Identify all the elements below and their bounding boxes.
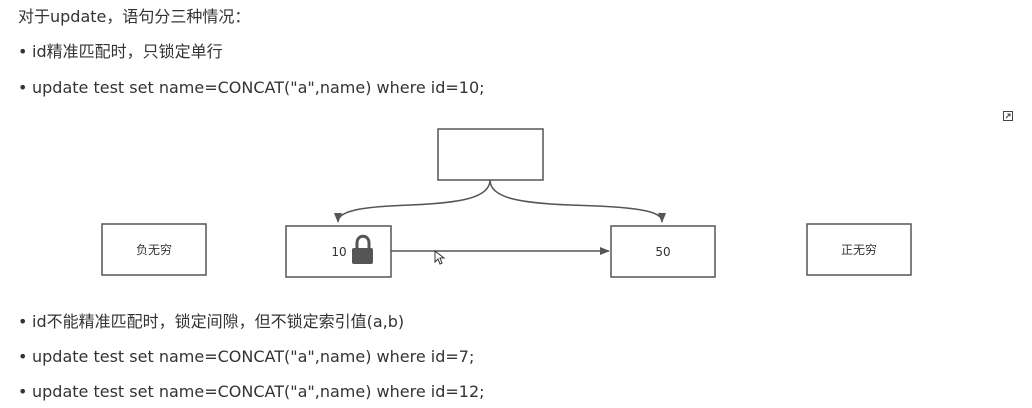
pos-infinity-box [806,223,912,276]
case2-title-item: •id不能精准匹配时，锁定间隙，但不锁定索引值(a,b) [18,311,404,333]
branch-left-arrow [334,179,491,223]
case1-title: id精准匹配时，只锁定单行 [32,42,223,61]
node-50-label: 50 [655,245,670,259]
node-10-label: 10 [331,245,346,259]
neg-infinity-label: 负无穷 [136,242,172,257]
case1-sql: update test set name=CONCAT("a",name) wh… [32,78,485,97]
case2-title: id不能精准匹配时，锁定间隙，但不锁定索引值(a,b) [32,312,405,331]
bullet-icon: • [18,347,28,366]
bullet-icon: • [18,78,28,97]
top-node-box [437,128,544,181]
branch-right-arrow [489,179,666,223]
bullet-icon: • [18,42,28,61]
case1-title-item: •id精准匹配时，只锁定单行 [18,41,223,63]
case2-sql-b: update test set name=CONCAT("a",name) wh… [32,382,485,401]
node-50-box [610,225,716,278]
case2-sql-a: update test set name=CONCAT("a",name) wh… [32,347,475,366]
case1-sql-item: •update test set name=CONCAT("a",name) w… [18,77,485,99]
case2-sql-a-item: •update test set name=CONCAT("a",name) w… [18,346,474,368]
mouse-cursor-icon [434,249,446,265]
neg-infinity-box [101,223,207,276]
case2-sql-b-item: •update test set name=CONCAT("a",name) w… [18,381,485,403]
pos-infinity-label: 正无穷 [841,242,877,257]
intro-heading: 对于update，语句分三种情况： [18,7,251,26]
bullet-icon: • [18,382,28,401]
bullet-icon: • [18,312,28,331]
expand-icon[interactable] [1002,110,1014,122]
lock-icon [352,234,373,264]
